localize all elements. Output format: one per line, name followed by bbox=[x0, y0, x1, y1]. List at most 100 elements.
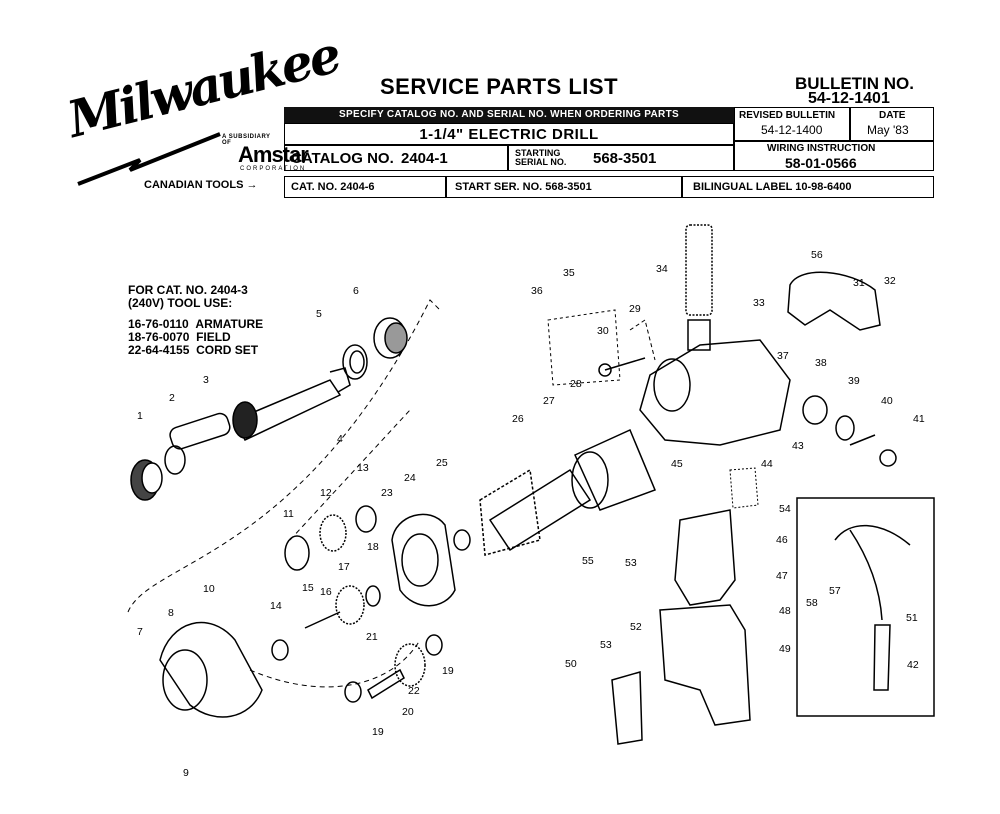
callout: 41 bbox=[913, 413, 925, 425]
callout: 10 bbox=[203, 583, 215, 595]
note-item: 22-64-4155 CORD SET bbox=[128, 343, 259, 357]
callout: 44 bbox=[761, 458, 773, 470]
part-2-drawing bbox=[164, 412, 231, 475]
callout: 48 bbox=[779, 605, 791, 617]
callout: 47 bbox=[776, 570, 788, 582]
callout: 22 bbox=[408, 685, 420, 697]
part-50-drawing bbox=[611, 671, 643, 745]
subsidiary-label: A SUBSIDIARY OF bbox=[222, 134, 271, 146]
part-12-drawing bbox=[319, 514, 347, 552]
callout: 7 bbox=[137, 626, 143, 638]
callout: 45 bbox=[671, 458, 683, 470]
callout: 19 bbox=[442, 665, 454, 677]
part-22-drawing bbox=[394, 643, 426, 687]
bulletin-number: 54-12-1401 bbox=[808, 90, 890, 107]
part-6-drawing bbox=[373, 317, 408, 359]
callout: 2 bbox=[169, 392, 175, 404]
part-1-drawing bbox=[130, 459, 163, 501]
part-42-drawing bbox=[873, 624, 891, 691]
part-20-drawing bbox=[367, 668, 405, 700]
callout: 1 bbox=[137, 410, 143, 422]
callout: 36 bbox=[531, 285, 543, 297]
callout: 42 bbox=[907, 659, 919, 671]
part-34-drawing bbox=[685, 224, 713, 351]
callout: 11 bbox=[283, 508, 294, 520]
wiring-instruction-number: 58-01-0566 bbox=[785, 155, 857, 171]
callout: 18 bbox=[367, 541, 379, 553]
callout: 16 bbox=[320, 586, 332, 598]
bulletin-label: BULLETIN NO. bbox=[795, 74, 914, 93]
part-49-drawing bbox=[659, 604, 751, 726]
callout: 32 bbox=[884, 275, 896, 287]
callout: 35 bbox=[563, 267, 575, 279]
callout: 27 bbox=[543, 395, 555, 407]
callout: 49 bbox=[779, 643, 791, 655]
wiring-instruction-label: WIRING INSTRUCTION bbox=[767, 143, 876, 154]
part-10-drawing bbox=[159, 621, 263, 718]
canadian-start-serial: START SER. NO. 568-3501 bbox=[455, 181, 592, 193]
callout: 57 bbox=[829, 585, 841, 597]
callout: 30 bbox=[597, 325, 609, 337]
callout: 17 bbox=[338, 561, 350, 573]
callout: 53 bbox=[600, 639, 612, 651]
part-14-drawing bbox=[271, 639, 289, 661]
callout: 46 bbox=[776, 534, 788, 546]
canadian-tools-label: CANADIAN TOOLS → bbox=[144, 179, 258, 191]
part-18-drawing bbox=[365, 585, 381, 607]
part-30-drawing bbox=[598, 357, 646, 377]
part-41-drawing bbox=[879, 449, 897, 467]
callout: 14 bbox=[270, 600, 282, 612]
corporation-label: CORPORATION bbox=[240, 166, 307, 172]
catalog-row: CATALOG NO. 2404-1 STARTING SERIAL NO. 5… bbox=[284, 145, 734, 171]
ordering-note-band: SPECIFY CATALOG NO. AND SERIAL NO. WHEN … bbox=[284, 107, 734, 123]
callout: 34 bbox=[656, 263, 668, 275]
date-value: May '83 bbox=[867, 123, 909, 137]
part-32-drawing bbox=[787, 271, 881, 331]
callout: 15 bbox=[302, 582, 314, 594]
canadian-cat-no: CAT. NO. 2404-6 bbox=[291, 181, 375, 193]
callout: 24 bbox=[404, 472, 416, 484]
callout: 19 bbox=[372, 726, 384, 738]
part-29-drawing bbox=[629, 319, 791, 446]
callout: 58 bbox=[806, 597, 818, 609]
part-40-drawing bbox=[849, 434, 876, 446]
milwaukee-logo: Milwaukee A SUBSIDIARY OF Amstar CORPORA… bbox=[62, 25, 344, 192]
part-23-drawing bbox=[391, 513, 456, 607]
callout: 25 bbox=[436, 457, 448, 469]
callout: 6 bbox=[353, 285, 359, 297]
callout: 12 bbox=[320, 487, 332, 499]
lightning-bolt-icon bbox=[77, 132, 221, 186]
callout: 52 bbox=[630, 621, 642, 633]
catalog-label: CATALOG NO. bbox=[291, 150, 394, 167]
callout: 3 bbox=[203, 374, 209, 386]
callout: 33 bbox=[753, 297, 765, 309]
cord-inset-box bbox=[796, 497, 935, 717]
callout: 5 bbox=[316, 308, 322, 320]
date-label: DATE bbox=[879, 110, 906, 121]
page-title: SERVICE PARTS LIST bbox=[380, 74, 619, 99]
catalog-number: 2404-1 bbox=[401, 150, 448, 167]
product-name: 1-1/4" ELECTRIC DRILL bbox=[284, 123, 734, 145]
callout: 8 bbox=[168, 607, 174, 619]
callout: 26 bbox=[512, 413, 524, 425]
part-3-drawing bbox=[232, 367, 351, 441]
part-5-drawing bbox=[342, 344, 368, 380]
canadian-tools-row: CAT. NO. 2404-6 START SER. NO. 568-3501 … bbox=[284, 176, 934, 198]
starting-serial-number: 568-3501 bbox=[593, 150, 657, 167]
revised-bulletin-number: 54-12-1400 bbox=[761, 123, 823, 137]
callout: 53 bbox=[625, 557, 637, 569]
part-27-drawing bbox=[571, 428, 656, 511]
callout: 37 bbox=[777, 350, 789, 362]
callout: 21 bbox=[366, 631, 378, 643]
callout: 4 bbox=[337, 433, 343, 445]
note-heading: FOR CAT. NO. 2404-3 (240V) TOOL USE: bbox=[128, 283, 248, 310]
callout: 50 bbox=[565, 658, 577, 670]
callout: 28 bbox=[570, 378, 582, 390]
part-54-drawing bbox=[729, 467, 759, 509]
part-26-drawing bbox=[453, 468, 592, 556]
part-51-drawing bbox=[834, 524, 911, 621]
callout: 39 bbox=[848, 375, 860, 387]
callout: 40 bbox=[881, 395, 893, 407]
callout: 54 bbox=[779, 503, 791, 515]
